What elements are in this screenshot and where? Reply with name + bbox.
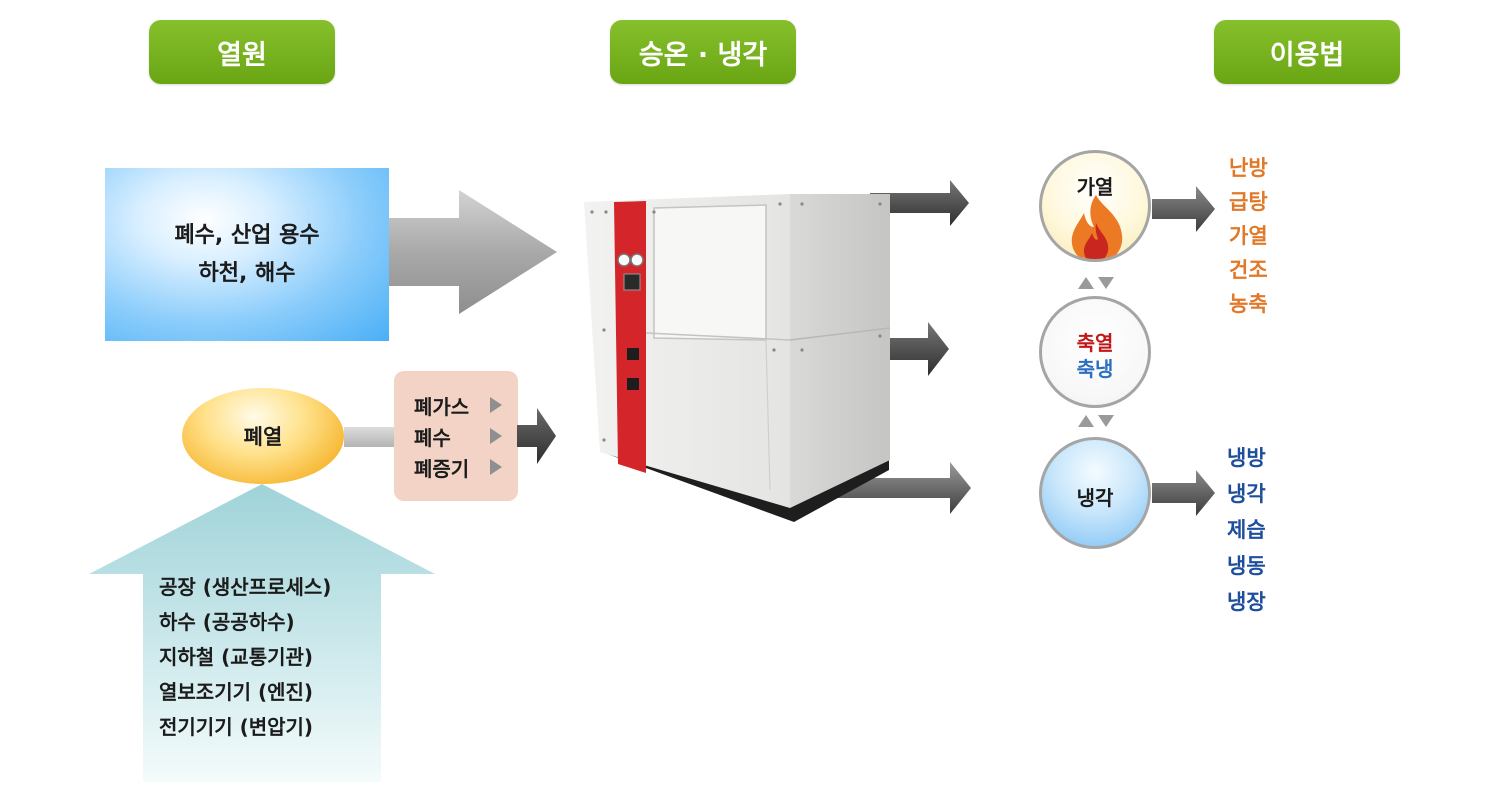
waste-item: 폐증기 bbox=[414, 452, 518, 483]
waste-heat-ellipse: 폐열 bbox=[182, 388, 344, 484]
heating-to-uses-arrow bbox=[1152, 186, 1215, 232]
heating-use-item: 가열 bbox=[1229, 224, 1268, 248]
heating-use-item: 건조 bbox=[1229, 258, 1268, 282]
waste-item-label: 폐수 bbox=[414, 425, 451, 450]
cooling-use-item: 냉방 bbox=[1227, 446, 1266, 470]
cooling-use-item: 냉장 bbox=[1227, 590, 1266, 614]
heating-use-item: 농축 bbox=[1229, 292, 1268, 316]
heating-use-item: 급탕 bbox=[1229, 190, 1268, 214]
cooling-mode-circle: 냉각 bbox=[1039, 437, 1151, 549]
header-heat-source: 열원 bbox=[149, 20, 335, 84]
bidirectional-triangles-icon bbox=[1078, 277, 1114, 289]
header-heat-source-label: 열원 bbox=[217, 39, 267, 71]
header-usage: 이용법 bbox=[1214, 20, 1400, 84]
bidirectional-triangles-icon bbox=[1078, 415, 1114, 427]
triangle-right-icon bbox=[490, 428, 502, 444]
waste-item: 폐수 bbox=[414, 421, 518, 452]
cooling-mode-label: 냉각 bbox=[1076, 486, 1114, 510]
triangle-right-icon bbox=[490, 397, 502, 413]
machine-red-stripe bbox=[614, 201, 646, 473]
heating-mode-circle: 가열 bbox=[1039, 150, 1151, 262]
machine-to-heating-arrow bbox=[870, 180, 969, 226]
switch-icon bbox=[627, 348, 639, 360]
cooling-use-item: 냉동 bbox=[1227, 554, 1266, 578]
source-list-item: 하수 (공공하수) bbox=[159, 610, 295, 634]
source-list-item: 지하철 (교통기관) bbox=[159, 645, 314, 669]
cooling-use-item: 냉각 bbox=[1227, 482, 1266, 506]
cooling-use-item: 제습 bbox=[1227, 518, 1266, 542]
water-source-line-2: 하천, 해수 bbox=[198, 260, 296, 286]
waste-item: 폐가스 bbox=[414, 390, 518, 421]
header-process: 승온 · 냉각 bbox=[610, 20, 796, 84]
water-to-machine-arrow bbox=[389, 190, 557, 314]
waste-heat-source-list: 공장 (생산프로세스) 하수 (공공하수) 지하철 (교통기관) 열보조기기 (… bbox=[159, 570, 331, 745]
heating-mode-label: 가열 bbox=[1076, 175, 1114, 199]
waste-heat-sources-up-arrow bbox=[89, 484, 435, 782]
waste-types-box: 폐가스 폐수 폐증기 bbox=[394, 371, 518, 501]
triangle-right-icon bbox=[490, 459, 502, 475]
cooling-to-uses-arrow bbox=[1152, 470, 1215, 516]
header-usage-label: 이용법 bbox=[1269, 39, 1345, 71]
pressure-gauge-icon bbox=[617, 253, 631, 267]
waste-item-label: 폐증기 bbox=[414, 456, 470, 481]
storage-mode-circle: 축열 축냉 bbox=[1039, 296, 1151, 408]
heating-uses-list: 난방 급탕 가열 건조 농축 bbox=[1229, 151, 1268, 321]
heating-use-item: 난방 bbox=[1229, 156, 1268, 180]
storage-cool-label: 축냉 bbox=[1076, 357, 1114, 381]
waste-heat-connector bbox=[344, 427, 394, 447]
waste-heat-label: 폐열 bbox=[243, 425, 283, 449]
flame-icon bbox=[1071, 195, 1123, 259]
source-list-item: 전기기기 (변압기) bbox=[159, 715, 314, 739]
switch-icon bbox=[627, 378, 639, 390]
pressure-gauge-icon bbox=[630, 253, 644, 267]
storage-heat-label: 축열 bbox=[1076, 331, 1114, 355]
water-source-box: 폐수, 산업 용수 하천, 해수 bbox=[105, 168, 389, 341]
header-process-label: 승온 · 냉각 bbox=[638, 39, 768, 71]
control-panel-screen bbox=[623, 273, 641, 291]
source-list-item: 공장 (생산프로세스) bbox=[159, 575, 332, 599]
machine-to-cooling-arrow bbox=[820, 462, 971, 514]
cooling-uses-list: 냉방 냉각 제습 냉동 냉장 bbox=[1227, 440, 1266, 620]
waste-to-machine-arrow bbox=[517, 408, 556, 464]
heat-pump-unit bbox=[584, 194, 891, 522]
waste-item-label: 폐가스 bbox=[414, 394, 470, 419]
machine-to-storage-arrow bbox=[870, 322, 949, 376]
water-source-line-1: 폐수, 산업 용수 bbox=[174, 222, 320, 248]
source-list-item: 열보조기기 (엔진) bbox=[159, 680, 314, 704]
